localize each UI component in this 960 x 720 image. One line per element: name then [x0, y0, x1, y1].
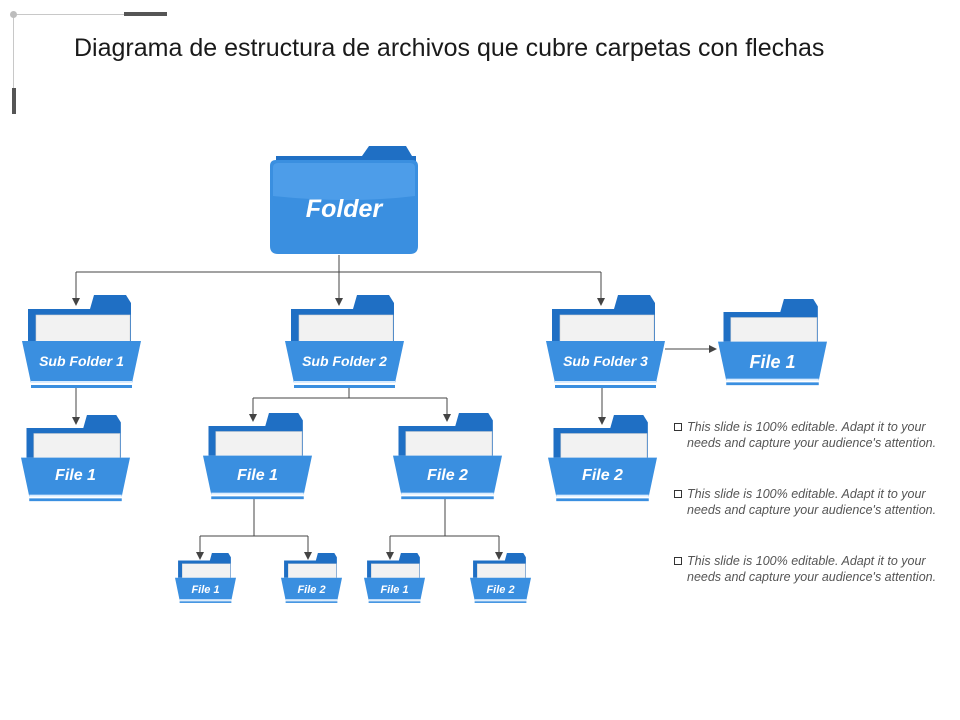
corner-decoration-line [14, 14, 124, 15]
root-folder-label: Folder [305, 195, 383, 223]
sub-folder-3-node: Sub Folder 3 [546, 295, 665, 390]
checkbox-bullet-icon [674, 490, 682, 498]
sub-folder-1-label: Sub Folder 1 [39, 353, 124, 369]
sub-folder-2-file-1-node: File 1 [203, 413, 312, 501]
folder-icon [546, 295, 665, 388]
folder-icon [718, 299, 827, 386]
checkbox-bullet-icon [674, 423, 682, 431]
sub-folder-1-node: Sub Folder 1 [22, 295, 141, 390]
sub-folder-2-file-1-label: File 1 [237, 467, 278, 484]
folder-icon [285, 295, 404, 388]
leaf-file-node: File 2 [281, 553, 342, 604]
note-item: This slide is 100% editable. Adapt it to… [674, 553, 944, 585]
sub-folder-3-file-1-node: File 1 [718, 299, 827, 387]
sub-folder-2-file-2-node: File 2 [393, 413, 502, 501]
folder-icon [175, 553, 236, 603]
leaf-file-label: File 2 [297, 584, 326, 596]
folder-icon [364, 553, 425, 603]
sub-folder-3-file-1-label: File 1 [749, 352, 796, 372]
note-item: This slide is 100% editable. Adapt it to… [674, 419, 944, 451]
folder-icon [21, 415, 130, 502]
notes-panel: This slide is 100% editable. Adapt it to… [674, 419, 944, 620]
root-folder-node: Folder [270, 146, 418, 256]
corner-decoration-bar [12, 88, 16, 114]
sub-folder-2-file-2-label: File 2 [427, 467, 468, 484]
folder-icon [548, 415, 657, 502]
corner-decoration-dot [10, 11, 17, 18]
sub-folder-1-file-1-label: File 1 [55, 467, 96, 484]
corner-decoration-line [13, 14, 14, 88]
folder-icon [203, 413, 312, 500]
folder-icon [22, 295, 141, 388]
folder-icon [393, 413, 502, 500]
sub-folder-2-node: Sub Folder 2 [285, 295, 404, 390]
note-text: This slide is 100% editable. Adapt it to… [687, 487, 937, 517]
leaf-file-node: File 1 [175, 553, 236, 604]
leaf-file-label: File 1 [380, 584, 409, 596]
note-item: This slide is 100% editable. Adapt it to… [674, 486, 944, 518]
note-text: This slide is 100% editable. Adapt it to… [687, 554, 937, 584]
note-text: This slide is 100% editable. Adapt it to… [687, 420, 937, 450]
folder-icon [270, 146, 418, 254]
sub-folder-3-file-2-label: File 2 [582, 467, 623, 484]
leaf-file-node: File 1 [364, 553, 425, 604]
leaf-file-node: File 2 [470, 553, 531, 604]
corner-decoration-bar [124, 12, 167, 16]
leaf-file-label: File 2 [486, 584, 515, 596]
sub-folder-2-label: Sub Folder 2 [302, 353, 387, 369]
page-title: Diagrama de estructura de archivos que c… [74, 34, 825, 62]
folder-icon [470, 553, 531, 603]
sub-folder-3-file-2-node: File 2 [548, 415, 657, 503]
folder-icon [281, 553, 342, 603]
checkbox-bullet-icon [674, 557, 682, 565]
sub-folder-3-label: Sub Folder 3 [563, 353, 648, 369]
leaf-file-label: File 1 [191, 584, 220, 596]
sub-folder-1-file-1-node: File 1 [21, 415, 130, 503]
